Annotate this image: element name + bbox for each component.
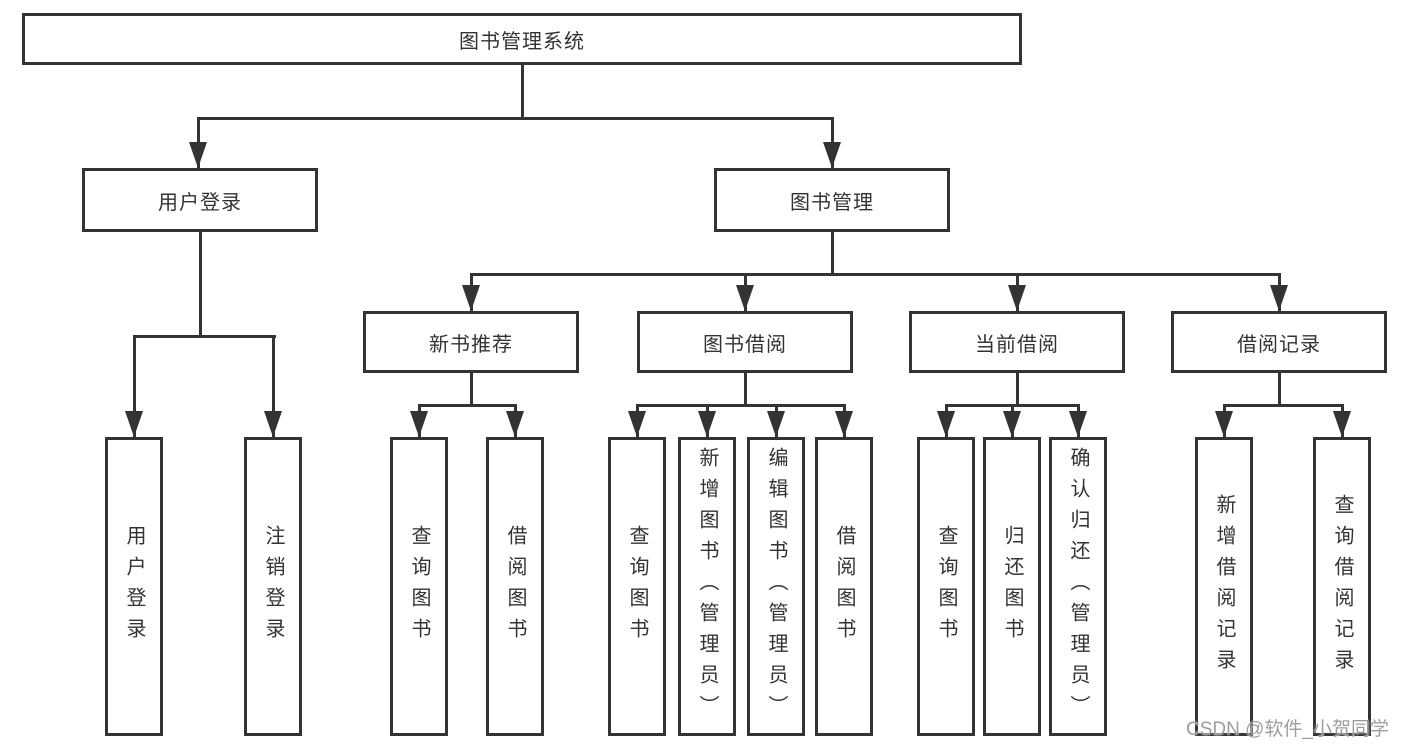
node-current-borrowing: 当前借阅 [909, 311, 1125, 373]
connector-line [830, 232, 834, 276]
node-book-borrowing-label: 图书借阅 [703, 333, 787, 356]
leaf-return-books: 归还图书 [983, 437, 1041, 736]
connector-line [132, 334, 136, 438]
connector-line [198, 232, 202, 337]
node-borrowing-records: 借阅记录 [1171, 311, 1387, 373]
arrowhead-down [698, 411, 716, 437]
leaf-query-books-current-label: 查询图书 [935, 524, 957, 649]
arrowhead-down [1008, 285, 1026, 311]
connector-line [635, 403, 846, 407]
arrowhead-down [1270, 285, 1288, 311]
arrowhead-down [736, 285, 754, 311]
leaf-borrow-books-recommend: 借阅图书 [486, 437, 544, 736]
arrowhead-down [1215, 411, 1233, 437]
leaf-query-books-recommend-label: 查询图书 [408, 524, 430, 649]
arrowhead-down [264, 411, 282, 437]
leaf-query-books-borrowing: 查询图书 [608, 437, 666, 736]
leaf-borrow-books-recommend-label: 借阅图书 [504, 524, 526, 649]
connector-line [132, 334, 276, 338]
arrowhead-down [937, 411, 955, 437]
leaf-query-books-borrowing-label: 查询图书 [626, 524, 648, 649]
csdn-watermark: CSDN @软件_小贺同学 [1186, 719, 1389, 740]
node-new-book-recommend: 新书推荐 [363, 311, 579, 373]
connector-line [469, 373, 473, 406]
connector-line [1277, 373, 1281, 406]
node-borrowing-records-label: 借阅记录 [1237, 333, 1321, 356]
arrowhead-down [835, 411, 853, 437]
leaf-edit-books-admin: 编辑图书（管理员） [747, 437, 805, 736]
arrowhead-down [410, 411, 428, 437]
connector-line [1222, 403, 1344, 407]
connector-line [1015, 373, 1019, 406]
connector-line [743, 373, 747, 406]
leaf-add-borrow-record: 新增借阅记录 [1195, 437, 1253, 736]
leaf-borrow-books-borrowing: 借阅图书 [815, 437, 873, 736]
arrowhead-down [462, 285, 480, 311]
leaf-user-login-label: 用户登录 [123, 524, 145, 649]
leaf-return-books-label: 归还图书 [1001, 524, 1023, 649]
node-book-management-label: 图书管理 [790, 191, 874, 214]
leaf-confirm-return-admin-label: 确认归还（管理员） [1067, 447, 1089, 726]
node-book-borrowing: 图书借阅 [637, 311, 853, 373]
arrowhead-down [767, 411, 785, 437]
leaf-confirm-return-admin: 确认归还（管理员） [1049, 437, 1107, 736]
leaf-logout: 注销登录 [244, 437, 302, 736]
leaf-user-login: 用户登录 [105, 437, 163, 736]
node-book-management: 图书管理 [714, 168, 950, 232]
leaf-query-books-recommend: 查询图书 [390, 437, 448, 736]
node-new-book-recommend-label: 新书推荐 [429, 333, 513, 356]
node-current-borrowing-label: 当前借阅 [975, 333, 1059, 356]
node-user-login-label: 用户登录 [158, 191, 242, 214]
arrowhead-down [1069, 411, 1087, 437]
arrowhead-down [125, 411, 143, 437]
connector-line [196, 116, 834, 120]
leaf-logout-label: 注销登录 [262, 524, 284, 649]
leaf-query-borrow-record: 查询借阅记录 [1313, 437, 1371, 736]
leaf-query-borrow-record-label: 查询借阅记录 [1331, 493, 1353, 680]
connector-line [417, 403, 517, 407]
node-root-system: 图书管理系统 [22, 13, 1022, 65]
leaf-add-borrow-record-label: 新增借阅记录 [1213, 493, 1235, 680]
arrowhead-down [823, 142, 841, 168]
node-user-login: 用户登录 [82, 168, 318, 232]
arrowhead-down [1333, 411, 1351, 437]
connector-line [520, 65, 524, 118]
node-root-system-label: 图书管理系统 [459, 30, 585, 53]
leaf-query-books-current: 查询图书 [917, 437, 975, 736]
arrowhead-down [506, 411, 524, 437]
leaf-add-books-admin: 新增图书（管理员） [678, 437, 736, 736]
leaf-borrow-books-borrowing-label: 借阅图书 [833, 524, 855, 649]
connector-line [469, 272, 1281, 276]
leaf-edit-books-admin-label: 编辑图书（管理员） [765, 447, 787, 726]
leaf-add-books-admin-label: 新增图书（管理员） [696, 447, 718, 726]
arrowhead-down [628, 411, 646, 437]
connector-line [271, 334, 275, 438]
arrowhead-down [1003, 411, 1021, 437]
arrowhead-down [189, 142, 207, 168]
